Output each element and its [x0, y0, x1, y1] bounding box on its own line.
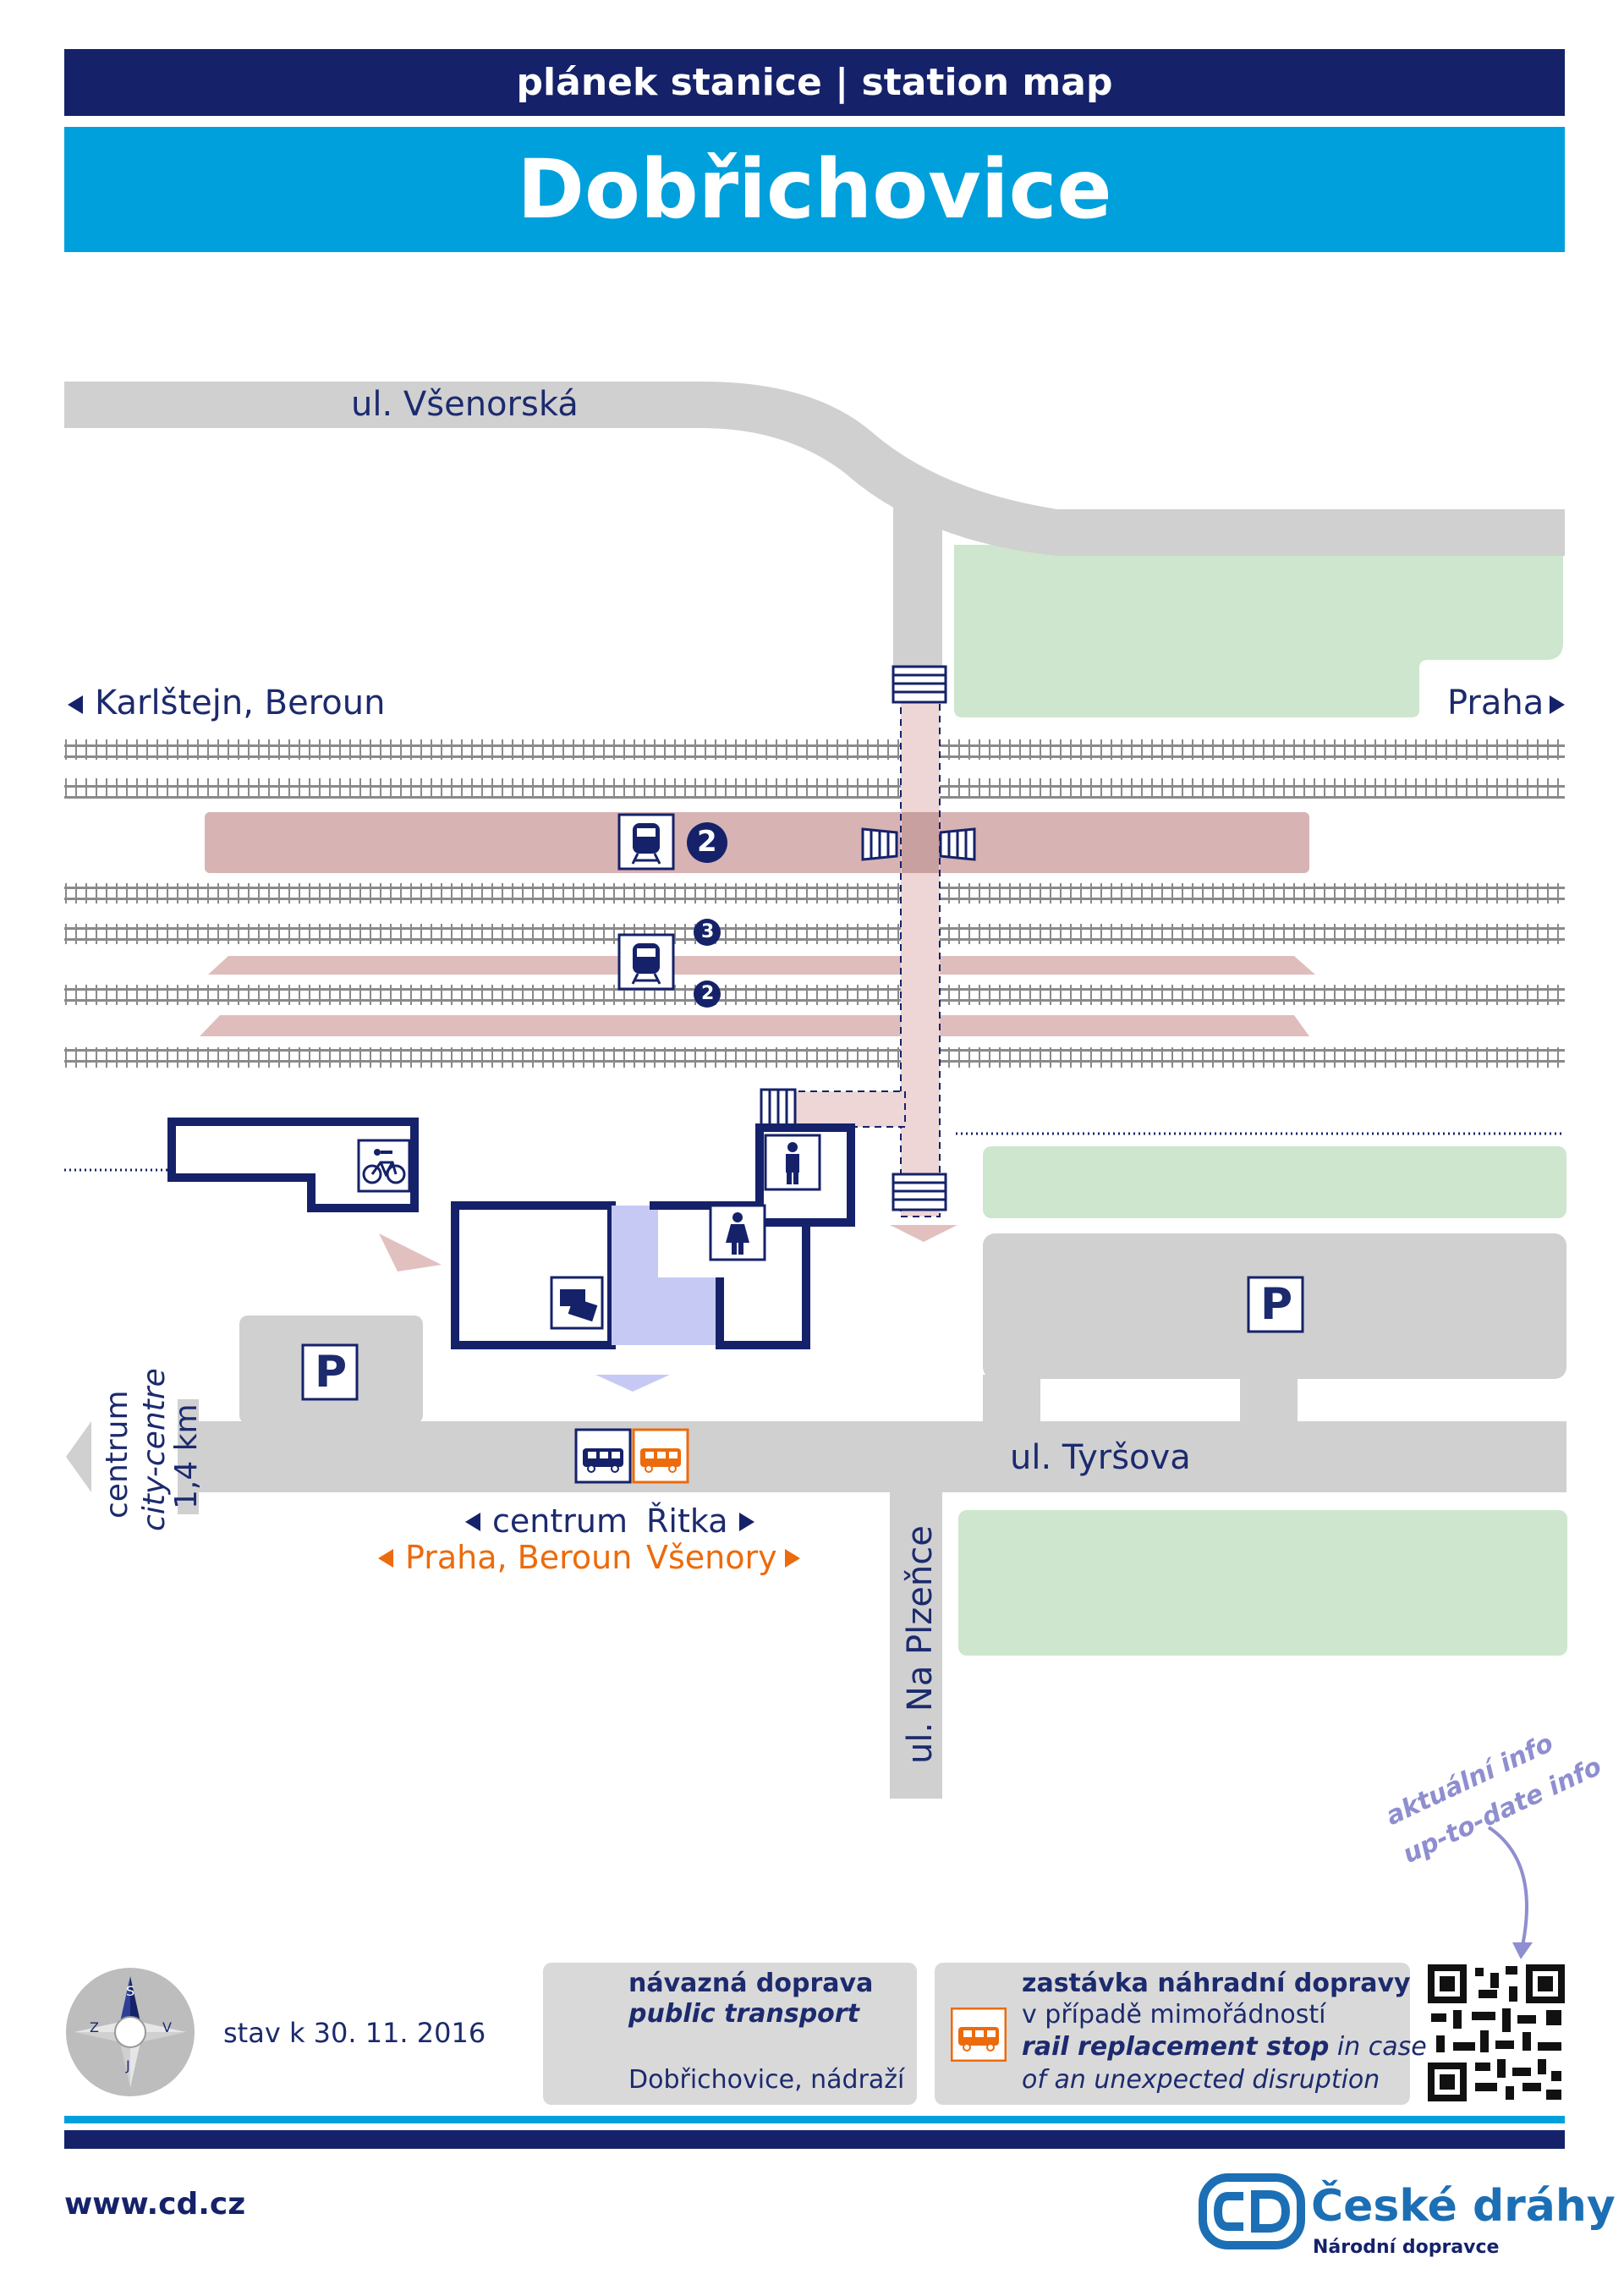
centre-label-en: city-centre — [137, 1368, 172, 1531]
bus-icon — [574, 1428, 632, 1484]
green-area-se — [958, 1510, 1567, 1656]
legend-replacement — [935, 1963, 1410, 2105]
centre-label-cz: centrum — [100, 1390, 134, 1519]
replacement-direction-west: Praha, Beroun — [405, 1539, 633, 1576]
arrow-entrance-west — [379, 1233, 442, 1272]
train-icon-platform — [617, 813, 675, 871]
road-na-plzence — [890, 1492, 942, 1799]
road-connector — [893, 499, 942, 668]
parking-icon-west — [301, 1343, 359, 1401]
arrow-exit-underpass — [890, 1225, 957, 1242]
compass-north: S — [126, 1983, 135, 1999]
compass-west: Z — [90, 2019, 99, 2035]
stairs-platform-left — [861, 827, 898, 861]
green-area-ne — [954, 545, 1563, 717]
underpass-vertical — [900, 683, 941, 1217]
road-vsenorska — [64, 382, 1565, 556]
centre-distance: 1,4 km — [169, 1403, 204, 1509]
arrow-left-centrum — [465, 1513, 480, 1531]
road-east-stub2 — [1240, 1375, 1298, 1424]
track-number-lower: 2 — [701, 983, 715, 1004]
arrow-to-centre — [66, 1421, 91, 1492]
track-2 — [64, 778, 1565, 799]
track-5 — [64, 985, 1565, 1005]
platform-number-badge — [687, 822, 727, 863]
header-subtitle: plánek stanice | station map — [64, 49, 1565, 116]
track-number-upper: 3 — [701, 921, 715, 942]
replacement-bus-icon — [632, 1428, 689, 1484]
track-6 — [64, 1047, 1565, 1068]
legend-public-transport-title: návazná doprava — [628, 1969, 874, 1998]
platform-number: 2 — [697, 825, 717, 859]
stairs-platform-right — [939, 827, 976, 861]
platform-lower-1 — [208, 956, 1315, 975]
track-number-badge-lower — [694, 980, 721, 1008]
legend-replacement-line3: of an unexpected disruption — [1022, 2065, 1380, 2095]
qr-arrow — [1487, 1826, 1528, 1947]
passage-inner — [658, 1210, 717, 1277]
cd-logo-icon — [1199, 2173, 1305, 2249]
bus-direction-west: centrum — [492, 1502, 628, 1540]
bicycle-icon — [357, 1139, 411, 1193]
compass-south: J — [126, 2057, 130, 2074]
parking-icon-east — [1247, 1276, 1304, 1333]
street-label-tyrsova: ul. Tyršova — [1010, 1438, 1191, 1477]
track-3 — [64, 883, 1565, 904]
brand-name: České dráhy — [1311, 2181, 1616, 2232]
compass-rose — [66, 1968, 195, 2096]
underpass-horizontal — [786, 1090, 906, 1128]
replacement-direction-east: Všenory — [646, 1539, 777, 1576]
parking-label-west: P — [315, 1347, 348, 1398]
brand-subtitle: Národní dopravce — [1313, 2237, 1500, 2258]
street-label-na-plzence: ul. Na Plzeňce — [901, 1525, 940, 1764]
direction-label-karlstejn: Karlštejn, Beroun — [95, 684, 386, 722]
legend-replacement-line1: v případě mimořádností — [1022, 2000, 1326, 2030]
legend-replacement-bus-icon — [951, 2008, 1007, 2062]
wc-men-icon — [764, 1134, 821, 1191]
legend-replacement-line2: rail replacement stop in case — [1022, 2032, 1427, 2062]
direction-label-praha: Praha — [1447, 684, 1544, 722]
qr-arrow-head — [1512, 1942, 1533, 1959]
arrow-entrance-passage — [595, 1375, 670, 1392]
green-area-mid — [983, 1146, 1566, 1218]
platform-lower-2 — [200, 1015, 1309, 1036]
legend-public-transport-stop: Dobřichovice, nádraží — [628, 2065, 905, 2095]
arrow-left-karlstejn — [68, 695, 83, 714]
status-date: stav k 30. 11. 2016 — [223, 2017, 486, 2049]
track-number-badge-upper — [694, 919, 721, 946]
station-name: Dobřichovice — [64, 127, 1565, 252]
train-icon-lower — [617, 933, 675, 991]
arrow-left-praha-beroun — [378, 1549, 393, 1568]
stairs-south — [892, 1173, 947, 1211]
track-1 — [64, 739, 1565, 760]
platform-island — [205, 812, 1309, 873]
street-label-vsenorska: ul. Všenorská — [351, 385, 579, 424]
bus-direction-east: Řitka — [646, 1502, 728, 1540]
track-4 — [64, 924, 1565, 944]
footer-line-light — [64, 2116, 1565, 2123]
road-centre-arrow — [178, 1399, 203, 1514]
wc-women-icon — [709, 1204, 766, 1261]
stairs-north — [892, 665, 947, 704]
stairs-west — [760, 1088, 797, 1127]
building-bike — [167, 1118, 419, 1212]
legend-public-transport — [543, 1963, 917, 2105]
legend-public-transport-subtitle: public transport — [628, 1999, 859, 2029]
arrow-right-ritka — [739, 1513, 754, 1531]
footer-url[interactable]: www.cd.cz — [64, 2187, 246, 2222]
legend-replacement-line2-rest: in case — [1329, 2032, 1427, 2062]
ticket-icon — [550, 1276, 604, 1330]
road-east-stub1 — [983, 1375, 1040, 1424]
qr-code — [1428, 1964, 1565, 2101]
arrow-right-praha — [1550, 695, 1565, 714]
footer-line-dark — [64, 2130, 1565, 2149]
legend-replacement-title: zastávka náhradní dopravy — [1022, 1969, 1411, 1998]
road-tyrsova — [203, 1421, 1566, 1492]
compass-east: V — [162, 2019, 172, 2035]
parking-label-east: P — [1260, 1279, 1293, 1330]
arrow-right-vsenory — [785, 1549, 800, 1568]
legend-replacement-line2-bold: rail replacement stop — [1022, 2032, 1330, 2062]
platform-stair-access — [902, 812, 939, 873]
